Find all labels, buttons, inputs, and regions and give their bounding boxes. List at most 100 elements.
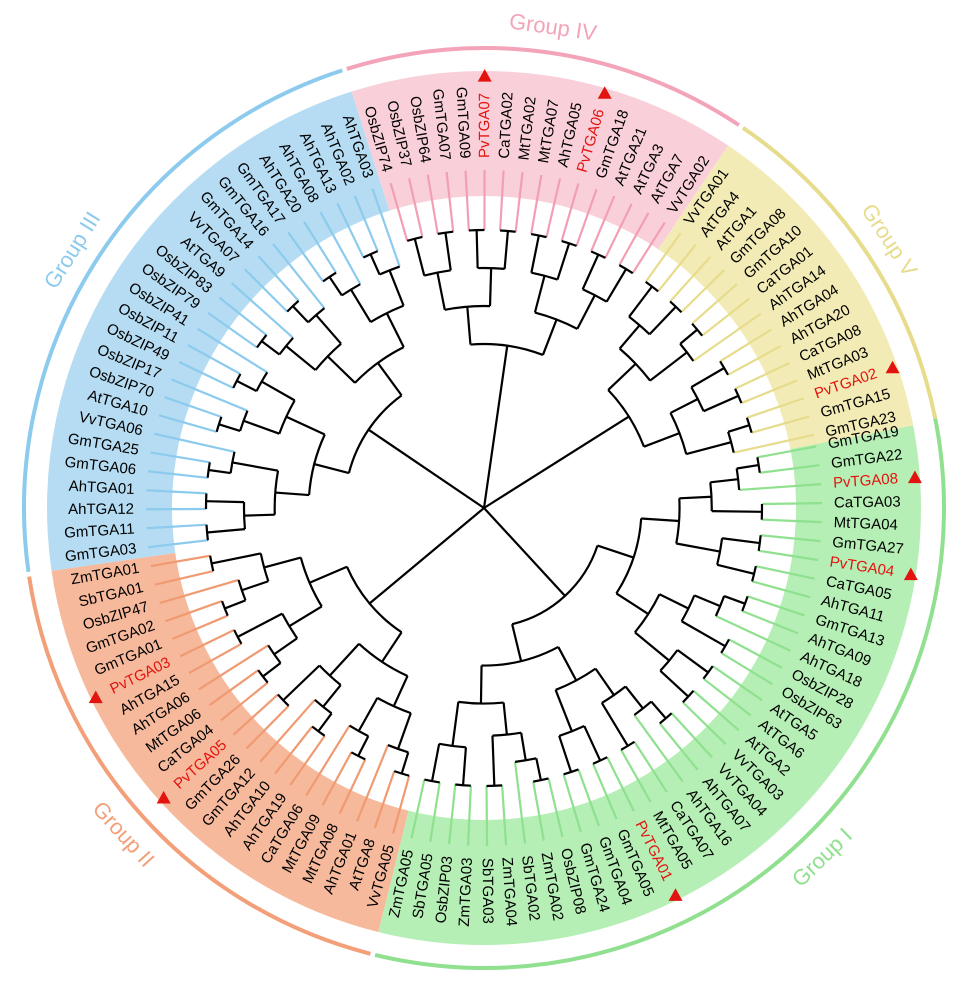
branch [727, 345, 782, 376]
branch [321, 751, 353, 806]
branch [178, 361, 234, 389]
branch [716, 563, 755, 575]
branch-arc [307, 434, 326, 496]
branch-arc [601, 685, 627, 704]
branch [633, 741, 668, 793]
branch [461, 747, 468, 786]
branch [275, 491, 310, 497]
branch [575, 188, 598, 247]
branch [165, 600, 223, 623]
branch [391, 775, 411, 834]
leaf-label: ZmTGA03 [456, 857, 476, 927]
branch [164, 396, 222, 418]
branch [274, 725, 314, 775]
branch-arc [514, 757, 537, 763]
branch [220, 681, 269, 722]
branch [693, 594, 721, 608]
branch-arc [255, 371, 269, 392]
branch [658, 593, 689, 610]
branch-arc [719, 360, 729, 376]
branch [224, 599, 246, 610]
branch-arc [486, 784, 503, 788]
branch-arc [257, 669, 269, 684]
branch [556, 243, 571, 280]
branch-arc [741, 595, 749, 612]
branch-arc [727, 431, 735, 453]
branch [309, 565, 348, 584]
branch [751, 415, 810, 434]
branch [755, 565, 815, 580]
branch [720, 652, 773, 686]
branch [692, 312, 762, 362]
branch [263, 556, 302, 569]
branch [376, 362, 403, 397]
branch [288, 605, 323, 628]
branch [590, 195, 616, 252]
branch [485, 785, 489, 846]
branch [633, 714, 684, 783]
branch [444, 232, 452, 271]
group-i-arc [374, 413, 946, 970]
branch [761, 502, 822, 506]
branch [326, 355, 356, 384]
branch [396, 712, 412, 750]
branch [533, 275, 546, 313]
branch-arc [659, 649, 679, 672]
branch-arc [438, 742, 467, 749]
branch [451, 701, 460, 747]
branch-arc [455, 783, 471, 787]
branch-arc [500, 229, 516, 233]
branch [466, 785, 472, 846]
group-ii-sector [51, 552, 409, 933]
group-ii-title: Group II [88, 796, 160, 872]
branch-arc [233, 629, 243, 645]
branch [285, 415, 326, 436]
branch [692, 689, 740, 732]
branch-arc [232, 373, 242, 389]
branch [218, 296, 268, 336]
branch [289, 735, 326, 786]
red-triangle-icon [668, 888, 683, 901]
branch-arc [444, 304, 491, 311]
branch [680, 269, 725, 314]
branch [272, 243, 326, 309]
branch [389, 182, 409, 242]
branch [392, 675, 409, 707]
branch-arc [387, 744, 409, 754]
branch-arc [720, 638, 730, 654]
branch-arc [406, 235, 423, 242]
branch-arc [318, 664, 342, 686]
branch-arc [735, 468, 741, 491]
branch [328, 643, 360, 677]
branch [631, 221, 666, 274]
branch [262, 662, 282, 678]
branch-arc [558, 725, 585, 737]
branch [479, 665, 483, 704]
group-iv-title: Group IV [508, 8, 599, 45]
branch-arc [286, 300, 300, 313]
branch [577, 769, 600, 827]
branch-arc [590, 250, 606, 259]
group-boundary-arcs [22, 46, 946, 970]
branch [147, 470, 208, 479]
branch-arc [533, 777, 549, 783]
branch [513, 761, 527, 844]
branch [466, 306, 472, 345]
branch [357, 697, 379, 732]
branch [657, 243, 697, 293]
branch [758, 549, 819, 562]
branch [501, 785, 508, 846]
group-iv-sector [351, 70, 729, 250]
branch-arc [221, 600, 229, 617]
branch [146, 489, 207, 495]
branch-arc [531, 271, 558, 281]
branch-arc [424, 778, 440, 784]
branch [723, 595, 746, 605]
branch-arc [618, 347, 651, 382]
branch [747, 595, 805, 617]
group-i-title: Group I [787, 823, 857, 892]
branch [503, 230, 509, 269]
branch [287, 231, 324, 282]
branch-arc [679, 343, 695, 362]
